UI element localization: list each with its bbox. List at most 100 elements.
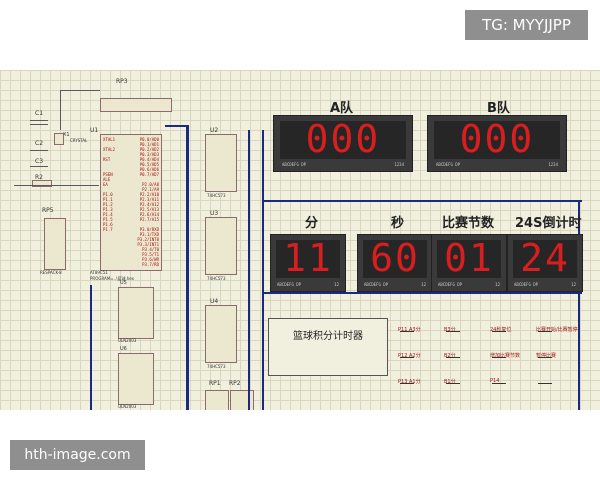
- schematic-canvas[interactable]: RP3 C1 X1 CRYSTAL C2 C3 R2 RP5 RESPACK-8…: [0, 70, 600, 410]
- u4-latch[interactable]: [205, 305, 237, 363]
- u6-driver[interactable]: [118, 353, 154, 405]
- c3-label: C3: [35, 158, 44, 165]
- shot-clock-caption: ABCDEFG DP: [514, 282, 539, 287]
- second-title: 秒: [391, 216, 405, 231]
- rp3-resistor-pack[interactable]: [100, 98, 172, 112]
- rp5-resistor-pack[interactable]: [44, 218, 66, 270]
- u5-driver[interactable]: [118, 287, 154, 339]
- team-b-title: B队: [487, 101, 510, 116]
- bus-wire: [578, 200, 580, 410]
- u1-left-pin: P1.0: [103, 192, 113, 197]
- u1-left-pin: P1.4: [103, 212, 113, 217]
- button-label: 暂停比赛: [536, 353, 557, 359]
- u3-part: 74HC573: [207, 276, 226, 281]
- switch-symbol: [538, 331, 552, 336]
- u1-left-pin: ALE: [103, 177, 111, 182]
- x1-label: X1: [63, 132, 70, 138]
- u1-part: AT89C51: [90, 270, 108, 275]
- switch-symbol: [492, 357, 506, 362]
- wire: [14, 185, 99, 186]
- switch-symbol: [400, 331, 414, 336]
- u1-left-pin: RST: [103, 157, 111, 162]
- push-button[interactable]: P14: [490, 378, 510, 388]
- u1-right-pin: P2.3/A11: [139, 197, 159, 202]
- u4-part: 74HC573: [207, 364, 226, 369]
- u2-label: U2: [210, 127, 219, 134]
- rp2-label: RP2: [229, 380, 241, 387]
- u6-part: ULN2003: [118, 404, 137, 409]
- team-a-caption: ABCDEFG DP: [282, 162, 307, 167]
- u1-left-pin: EA: [103, 182, 108, 187]
- u3-label: U3: [210, 210, 219, 217]
- rp2-resistor-pack[interactable]: [230, 390, 254, 410]
- watermark: hth-image.com: [10, 440, 145, 470]
- u2-part: 74HC573: [207, 193, 226, 198]
- u1-right-pin: P0.1/AD1: [139, 142, 159, 147]
- u6-label: U6: [120, 346, 127, 352]
- team-b-score: 000: [459, 117, 535, 161]
- push-button[interactable]: 比赛开始/比赛暂停: [536, 326, 578, 336]
- push-button[interactable]: B1分: [444, 378, 464, 388]
- section-title: 比赛节数: [442, 216, 495, 231]
- switch-symbol: [446, 331, 460, 336]
- c1-capacitor[interactable]: [30, 120, 48, 121]
- button-label: P11 A3分: [398, 327, 421, 333]
- team-a-score: 000: [305, 117, 381, 161]
- minute-display: 11 ABCDEFG DP 12: [270, 234, 346, 292]
- minute-value: 11: [283, 236, 333, 280]
- u1-right-pin: P0.2/AD2: [139, 147, 159, 152]
- u1-left-pin: P1.1: [103, 197, 113, 202]
- r2-resistor[interactable]: [32, 180, 52, 187]
- team-b-display: 000 ABCDEFG DP 1234: [427, 115, 567, 172]
- push-button[interactable]: 24秒复位: [490, 326, 511, 336]
- rp5-label: RP5: [42, 207, 54, 214]
- switch-symbol: [538, 383, 552, 388]
- u1-right-pin: P2.1/A9: [142, 187, 159, 192]
- push-button[interactable]: 增加比赛节数: [490, 352, 520, 362]
- button-label: B2分: [444, 353, 456, 359]
- rp1-label: RP1: [209, 380, 221, 387]
- push-button[interactable]: 暂停比赛: [536, 352, 556, 362]
- c2-capacitor[interactable]: [30, 150, 48, 151]
- rp1-resistor-pack[interactable]: [205, 390, 229, 410]
- shot-clock-value: 24: [520, 236, 570, 280]
- u1-right-pin: P2.0/A8: [142, 182, 159, 187]
- switch-symbol: [492, 383, 506, 388]
- u1-right-pin: P3.5/T1: [142, 252, 159, 257]
- section-caption: ABCDEFG DP: [438, 282, 463, 287]
- team-a-display: 000 ABCDEFG DP 1234: [273, 115, 413, 172]
- u1-right-pin: P2.5/A13: [139, 207, 159, 212]
- u1-left-pin: P1.6: [103, 222, 113, 227]
- bus-wire: [262, 130, 264, 410]
- push-button[interactable]: B3分: [444, 326, 464, 336]
- u5-label: U5: [120, 280, 127, 286]
- section-pins: 12: [495, 282, 500, 287]
- u1-right-pin: P2.7/A15: [139, 217, 159, 222]
- u2-latch[interactable]: [205, 134, 237, 192]
- u1-left-pin: XTAL1: [103, 137, 116, 142]
- push-button[interactable]: B2分: [444, 352, 464, 362]
- minute-caption: ABCDEFG DP: [277, 282, 302, 287]
- switch-symbol: [446, 383, 460, 388]
- push-button[interactable]: [536, 378, 556, 388]
- button-label: B1分: [444, 379, 456, 385]
- push-button[interactable]: P12 A2分: [398, 352, 421, 362]
- crystal-label: CRYSTAL: [70, 138, 88, 143]
- u1-left-pin: XTAL2: [103, 147, 116, 152]
- switch-symbol: [400, 357, 414, 362]
- team-a-pins: 1234: [394, 162, 404, 167]
- shot-clock-pins: 12: [571, 282, 576, 287]
- push-button[interactable]: P11 A3分: [398, 326, 421, 336]
- bus-wire: [165, 125, 189, 127]
- x1-crystal[interactable]: [54, 133, 64, 145]
- u3-latch[interactable]: [205, 217, 237, 275]
- c3-capacitor[interactable]: [30, 166, 48, 167]
- u1-right-pin: P2.2/A10: [139, 192, 159, 197]
- u4-label: U4: [210, 298, 219, 305]
- push-button[interactable]: P13 A1分: [398, 378, 421, 388]
- bus-wire: [262, 292, 582, 294]
- panel-title: 篮球积分计时器: [293, 331, 363, 342]
- tg-label: TG: MYYJJPP: [465, 10, 588, 40]
